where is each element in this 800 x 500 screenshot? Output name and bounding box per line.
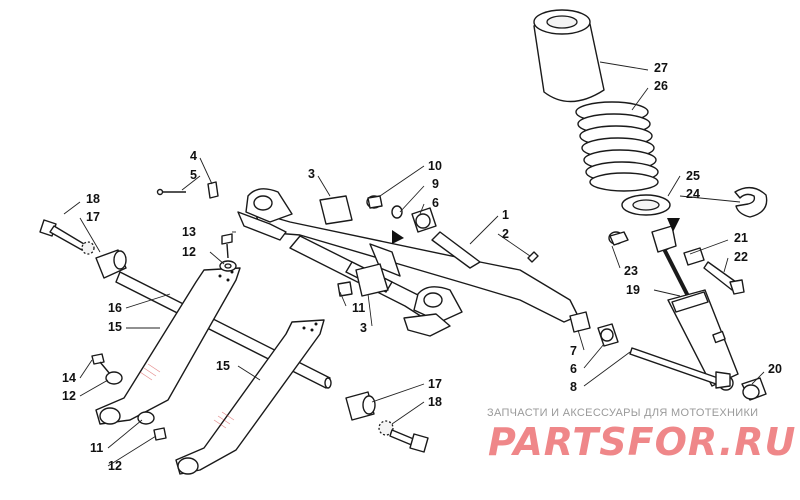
pivot-bolt-8 bbox=[629, 347, 731, 389]
swing-arm-group bbox=[237, 188, 731, 389]
cross-shaft-group bbox=[39, 181, 429, 475]
callout-3-top: 3 bbox=[308, 167, 315, 181]
callout-18-left: 18 bbox=[86, 192, 100, 206]
washer-12-left bbox=[105, 371, 123, 385]
callout-27: 27 bbox=[654, 61, 668, 75]
callout-11-center: 11 bbox=[352, 301, 365, 315]
leader-lines bbox=[63, 61, 765, 467]
callout-7: 7 bbox=[570, 344, 577, 358]
callout-5: 5 bbox=[190, 168, 197, 182]
callout-17-left: 17 bbox=[86, 210, 100, 224]
watermark-caption: ЗАПЧАСТИ И АКСЕССУАРЫ ДЛЯ МОТОТЕХНИКИ bbox=[487, 407, 759, 419]
shock-upper-bushing bbox=[608, 231, 629, 246]
spring-retainer-clip bbox=[734, 187, 768, 218]
shock-absorber-group bbox=[533, 9, 768, 401]
shock-sleeve bbox=[683, 247, 705, 266]
pivot-bushing-7 bbox=[569, 311, 591, 333]
callout-14: 14 bbox=[62, 371, 76, 385]
nut-11-bottom bbox=[153, 427, 167, 441]
link-arm-15-left bbox=[95, 267, 241, 425]
callout-1: 1 bbox=[502, 208, 509, 222]
callout-15-right: 15 bbox=[216, 359, 230, 373]
callout-19: 19 bbox=[626, 283, 640, 297]
arm-bracket-lower bbox=[403, 286, 463, 337]
callout-12-left: 12 bbox=[62, 389, 76, 403]
pivot-washer-9 bbox=[391, 205, 403, 219]
orientation-arrow-arm bbox=[392, 230, 404, 244]
shaft-bolt-18-left bbox=[39, 219, 95, 255]
callout-26: 26 bbox=[654, 79, 668, 93]
spring-seat bbox=[621, 194, 671, 216]
callout-23: 23 bbox=[624, 264, 638, 278]
pivot-bushing-6-upper bbox=[411, 207, 437, 233]
link-arm-15-right bbox=[175, 319, 325, 475]
shaft-bolt-18-right bbox=[378, 420, 429, 453]
arm-pad-lower bbox=[355, 263, 389, 297]
small-nut-11-center bbox=[337, 281, 353, 297]
callout-18-right: 18 bbox=[428, 395, 442, 409]
bump-stop-boot bbox=[533, 9, 605, 103]
pivot-nut-10 bbox=[366, 195, 383, 209]
callout-10: 10 bbox=[428, 159, 442, 173]
callout-25: 25 bbox=[686, 169, 700, 183]
callout-13: 13 bbox=[182, 225, 196, 239]
callout-16: 16 bbox=[108, 301, 122, 315]
callout-6-top: 6 bbox=[432, 196, 439, 210]
callout-17-right: 17 bbox=[428, 377, 442, 391]
callout-4: 4 bbox=[190, 149, 197, 163]
callout-6-bottom: 6 bbox=[570, 362, 577, 376]
callout-labels: 27 26 25 24 21 22 23 19 20 10 9 6 1 2 3 … bbox=[62, 61, 782, 473]
callout-2: 2 bbox=[502, 227, 509, 241]
callout-24: 24 bbox=[686, 187, 700, 201]
shaft-bushing-17-right bbox=[345, 391, 376, 421]
callout-20: 20 bbox=[768, 362, 782, 376]
callout-3-bottom: 3 bbox=[360, 321, 367, 335]
arm-bracket-upper bbox=[237, 188, 293, 241]
orientation-arrow-shock bbox=[667, 218, 680, 232]
bolt-14 bbox=[91, 353, 111, 375]
callout-9: 9 bbox=[432, 177, 439, 191]
cotter-pin-5 bbox=[156, 188, 186, 196]
coil-spring bbox=[575, 101, 659, 192]
callout-22: 22 bbox=[734, 250, 748, 264]
watermark-logo: PARTSFOR.RU bbox=[488, 420, 797, 464]
callout-11-bottom: 11 bbox=[90, 441, 103, 455]
pivot-bushing-6-lower bbox=[597, 323, 619, 347]
callout-15-left: 15 bbox=[108, 320, 122, 334]
clip-4 bbox=[207, 181, 219, 199]
shaft-bushing-17-left bbox=[95, 249, 127, 279]
shock-lower-bushing bbox=[741, 377, 767, 401]
callout-12-top: 12 bbox=[182, 245, 196, 259]
callout-21: 21 bbox=[734, 231, 748, 245]
bolt-13 bbox=[221, 233, 233, 259]
callout-8: 8 bbox=[570, 380, 577, 394]
callout-12-bottom: 12 bbox=[108, 459, 122, 473]
arm-pad-upper bbox=[319, 195, 353, 225]
washer-12-bottom bbox=[137, 411, 155, 425]
shock-bolt-22 bbox=[703, 261, 745, 295]
